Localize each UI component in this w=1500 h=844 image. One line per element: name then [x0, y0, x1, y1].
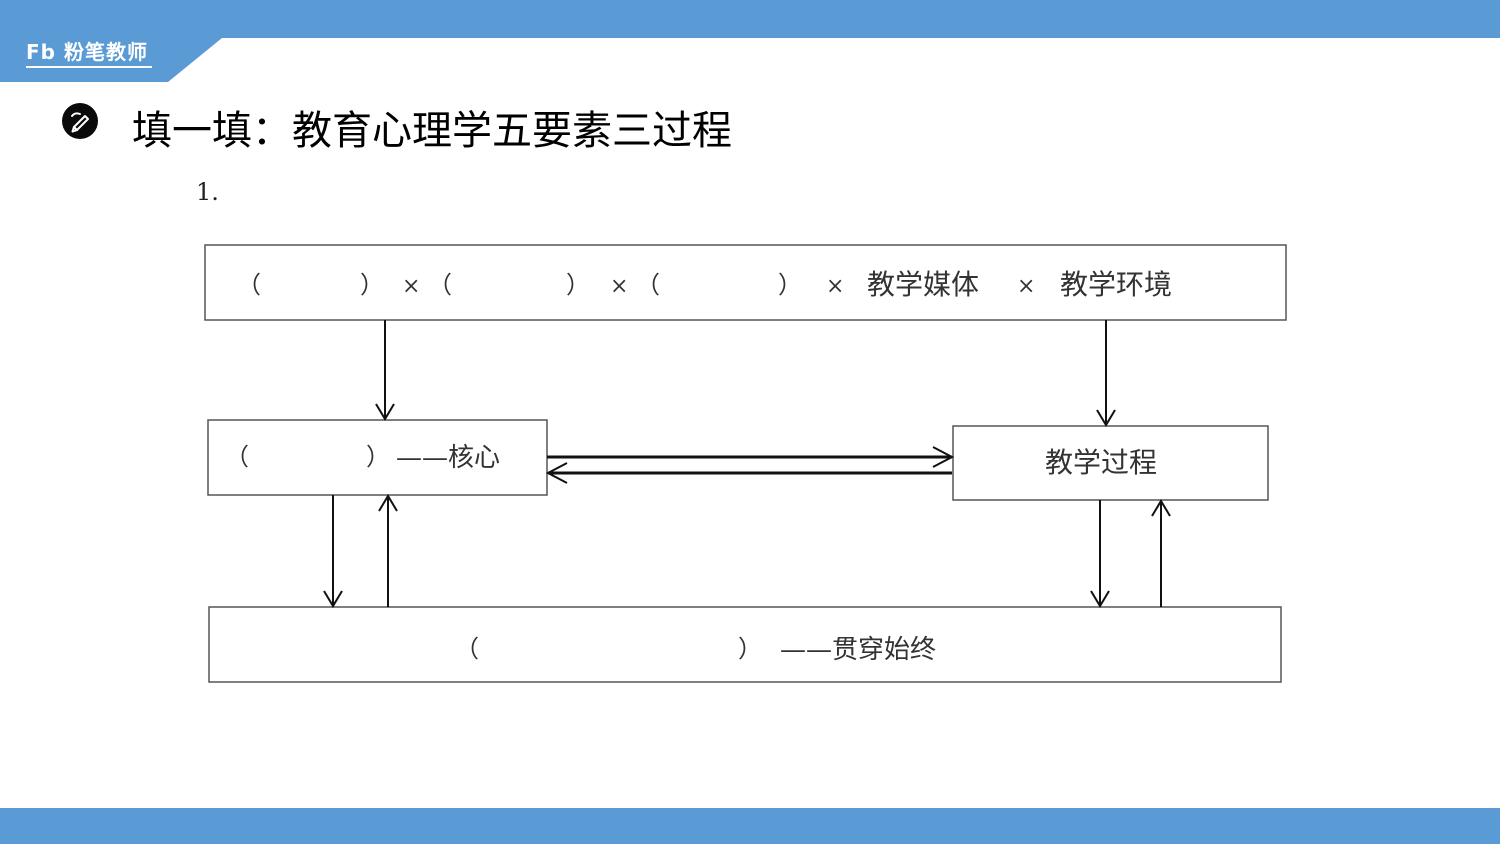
question-number: 1. [196, 178, 219, 206]
arrowhead-bottom-to-process [1151, 499, 1171, 517]
top-paren-close-2: ） [566, 271, 590, 299]
top-bar [0, 0, 1500, 38]
arrowhead-core-to-process [932, 446, 955, 468]
process-box [952, 425, 1269, 501]
arrowhead-top-to-process [1096, 409, 1116, 427]
arrowhead-process-to-bottom [1090, 590, 1110, 608]
top-media-label: 教学媒体 [867, 268, 979, 301]
top-times-3: × [826, 274, 844, 299]
top-paren-open-1: （ [237, 271, 261, 299]
logo: Fb 粉笔教师 [26, 40, 148, 64]
pencil-icon [62, 103, 98, 139]
arrowhead-bottom-to-core [378, 494, 398, 512]
bottom-paren-open: （ [455, 635, 479, 663]
bottom-bar [0, 808, 1500, 844]
top-paren-open-3: （ [636, 271, 660, 299]
page-title: 填一填：教育心理学五要素三过程 [132, 108, 732, 154]
top-times-2: × [610, 274, 628, 299]
arrowhead-top-to-core [375, 403, 395, 421]
top-elements-box [204, 244, 1287, 321]
logo-tab [0, 0, 240, 82]
core-suffix: ——核心 [396, 443, 500, 473]
top-times-1: × [402, 274, 420, 299]
arrowhead-process-to-core [545, 462, 568, 484]
core-paren-open: （ [225, 443, 249, 471]
bottom-paren-close: ） [738, 635, 762, 663]
top-paren-close-1: ） [360, 271, 384, 299]
top-environment-label: 教学环境 [1060, 268, 1172, 301]
core-paren-close: ） [366, 443, 390, 471]
top-paren-close-3: ） [778, 271, 802, 299]
logo-underline [26, 66, 152, 68]
arrowhead-core-to-bottom [323, 590, 343, 608]
top-paren-open-2: （ [428, 271, 452, 299]
bottom-suffix: ——贯穿始终 [780, 635, 936, 665]
process-label: 教学过程 [1045, 446, 1157, 479]
top-times-4: × [1017, 274, 1035, 299]
core-box [207, 419, 548, 496]
throughout-box [208, 606, 1282, 683]
